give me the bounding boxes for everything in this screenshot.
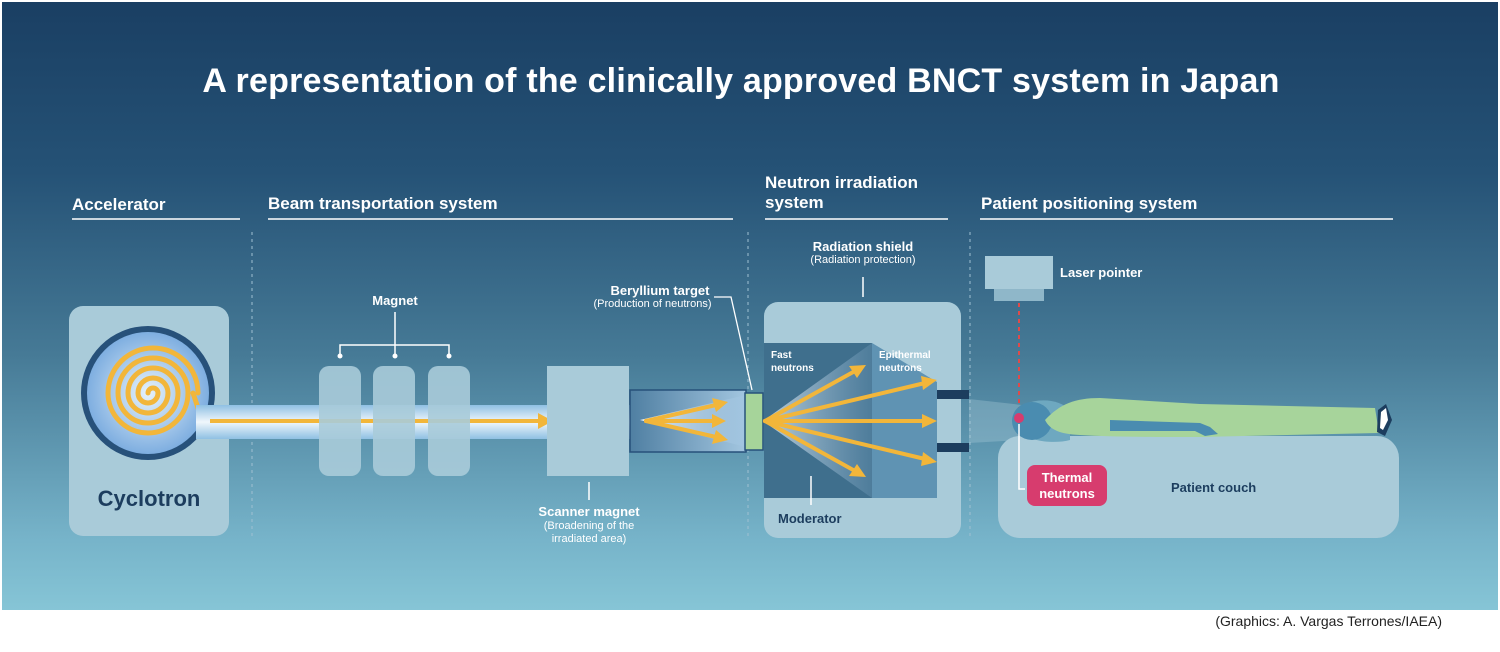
beryllium-target (744, 392, 764, 451)
thermal-beam-glow (969, 399, 1022, 443)
proton-beam-arrowhead (538, 413, 553, 429)
patient-figure (1012, 398, 1392, 442)
scanner-magnet-block (547, 366, 629, 476)
page-title: A representation of the clinically appro… (202, 62, 1280, 100)
magnet-2 (373, 366, 415, 476)
epithermal-neutrons-label-line1: Epithermal (879, 350, 931, 361)
thermal-neutrons-label-line1: Thermal (1041, 469, 1093, 485)
section-dividers (251, 232, 971, 540)
cyclotron-label: Cyclotron (97, 486, 201, 511)
scanned-beam-arrows (644, 403, 718, 439)
thermal-neutrons-label-line2: neutrons (1039, 485, 1095, 501)
patient-couch-label: Patient couch (1171, 480, 1257, 495)
section-neutron-irradiation-line2: system (765, 193, 824, 212)
radiation-shield-label: Radiation shield (812, 239, 914, 254)
section-accelerator: Accelerator (72, 195, 166, 214)
cyclotron-spiral-icon (105, 345, 201, 436)
beryllium-target-note: (Production of neutrons) (593, 298, 712, 310)
laser-pointer-lens (994, 289, 1044, 301)
scanner-magnet-note-line1: (Broadening of the (543, 520, 635, 532)
magnets (319, 366, 470, 476)
laser-pointer-body (985, 256, 1053, 289)
magnet-bracket-dots (337, 353, 452, 359)
magnet-3 (428, 366, 470, 476)
fast-neutrons-label-line1: Fast (771, 350, 792, 361)
patient-head (1012, 402, 1052, 440)
beryllium-target-pointer (714, 296, 753, 391)
section-beam-transport: Beam transportation system (268, 194, 498, 213)
moderator-label: Moderator (778, 511, 842, 526)
scanned-beam-arrowheads (712, 398, 728, 444)
tumor-target-marker (1014, 413, 1024, 423)
beryllium-target-label: Beryllium target (610, 283, 710, 298)
neutron-arrows (763, 369, 927, 473)
thermal-neutrons-badge: Thermal neutrons (1027, 465, 1107, 506)
magnet-1 (319, 366, 361, 476)
patient-arm (1110, 420, 1218, 436)
graphics-credit: (Graphics: A. Vargas Terrones/IAEA) (1215, 613, 1442, 629)
collimator-bottom (937, 443, 969, 452)
fast-neutrons-label-line2: neutrons (771, 363, 814, 374)
magnet-bracket (339, 312, 450, 354)
thermal-neutrons-pointer (1018, 424, 1025, 490)
laser-pointer-label: Laser pointer (1060, 265, 1143, 280)
scanner-magnet-label: Scanner magnet (538, 504, 640, 519)
scanner-magnet-note-line2: irradiated area) (551, 533, 627, 545)
section-neutron-irradiation-line1: Neutron irradiation (765, 173, 919, 192)
radiation-shield-note: (Radiation protection) (810, 254, 916, 266)
collimator-top (937, 390, 969, 399)
patient-sock (1380, 408, 1388, 430)
neutron-arrowheads (849, 365, 937, 477)
section-patient-positioning: Patient positioning system (981, 194, 1198, 213)
magnet-label: Magnet (372, 293, 418, 308)
patient-couch-shape (998, 436, 1399, 538)
epithermal-neutrons-label-line2: neutrons (879, 363, 922, 374)
